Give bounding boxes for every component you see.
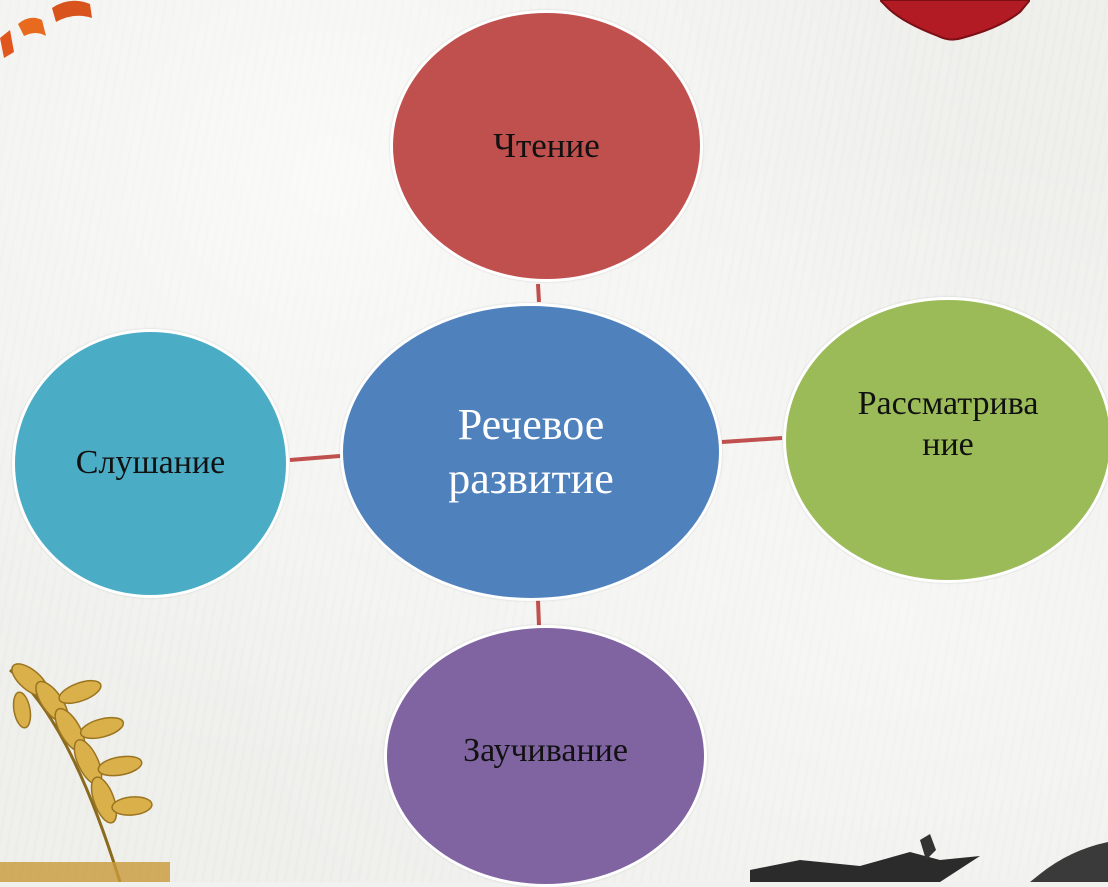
node-listening: Слушание (12, 329, 289, 598)
node-listening-label: Слушание (75, 444, 226, 482)
orange-letters-fragment (0, 0, 92, 58)
node-memorizing-label: Заучивание (463, 731, 628, 769)
connector-top (536, 283, 541, 303)
red-shield-icon (880, 0, 1030, 41)
connector-left (289, 454, 341, 462)
connector-bottom (536, 599, 541, 627)
center-label: Речевое развитие (448, 400, 614, 503)
node-reading-label: Чтение (493, 126, 600, 165)
node-looking-label: Рассматрива ние (857, 385, 1039, 463)
node-reading: Чтение (390, 10, 703, 282)
node-speech-development: Речевое развитие (340, 303, 722, 601)
node-memorizing: Заучивание (384, 625, 707, 887)
connector-right (721, 436, 783, 444)
fence-silhouette (750, 834, 1108, 882)
wheat-ear-icon (0, 663, 170, 882)
node-looking: Рассматрива ние (783, 297, 1108, 583)
